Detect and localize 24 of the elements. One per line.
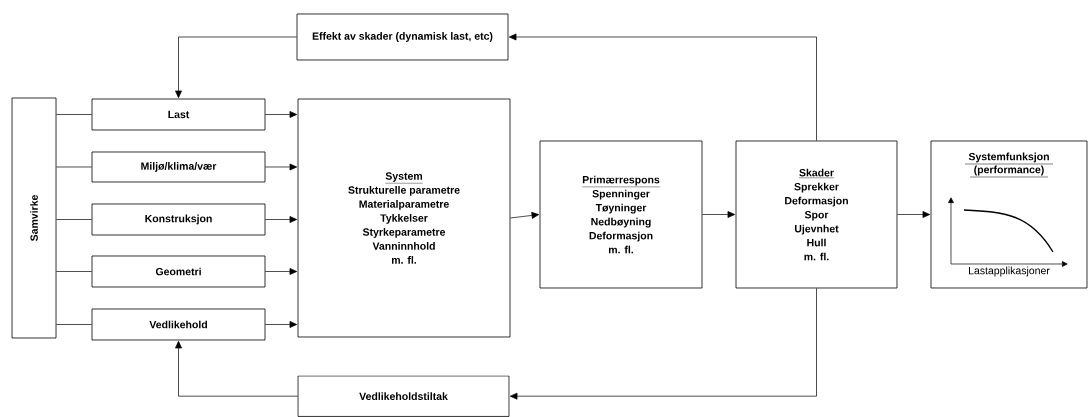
process-box: Last: [91, 98, 266, 131]
arrow: [175, 340, 298, 397]
arrow: [265, 216, 298, 223]
process-box: Primærrespons Spenninger Tøyninger Nedbøyning Deformasjon m. fl.: [539, 140, 703, 289]
chart-box: Systemfunksjon (performance) Lastapplikasjoner: [930, 140, 1088, 289]
arrow: [265, 111, 298, 118]
process-box: Effekt av skader (dynamisk last, etc): [296, 13, 509, 61]
arrow: [702, 211, 736, 218]
process-box: Geometri: [91, 255, 266, 288]
arrow: [265, 321, 298, 328]
arrow: [510, 212, 540, 219]
process-box: Vedlikehold: [91, 308, 266, 341]
process-box: System Strukturelle parametre Materialparametre Tykkelser Styrkeparametre Vanninnhold m. fl.: [297, 98, 511, 338]
arrow: [175, 36, 297, 99]
process-box: Miljø/klima/vær: [91, 151, 266, 183]
arrow: [265, 268, 298, 275]
process-box: Konstruksjon: [91, 203, 266, 236]
process-box: Samvirke: [11, 97, 57, 339]
process-box: Skader Sprekker Deformasjon Spor Ujevnhet Hull m. fl.: [735, 140, 898, 289]
arrow: [508, 33, 817, 141]
process-box: Vedlikeholdstiltak: [297, 375, 510, 417]
arrow: [509, 288, 817, 400]
arrow: [265, 163, 298, 171]
arrow: [897, 211, 931, 218]
